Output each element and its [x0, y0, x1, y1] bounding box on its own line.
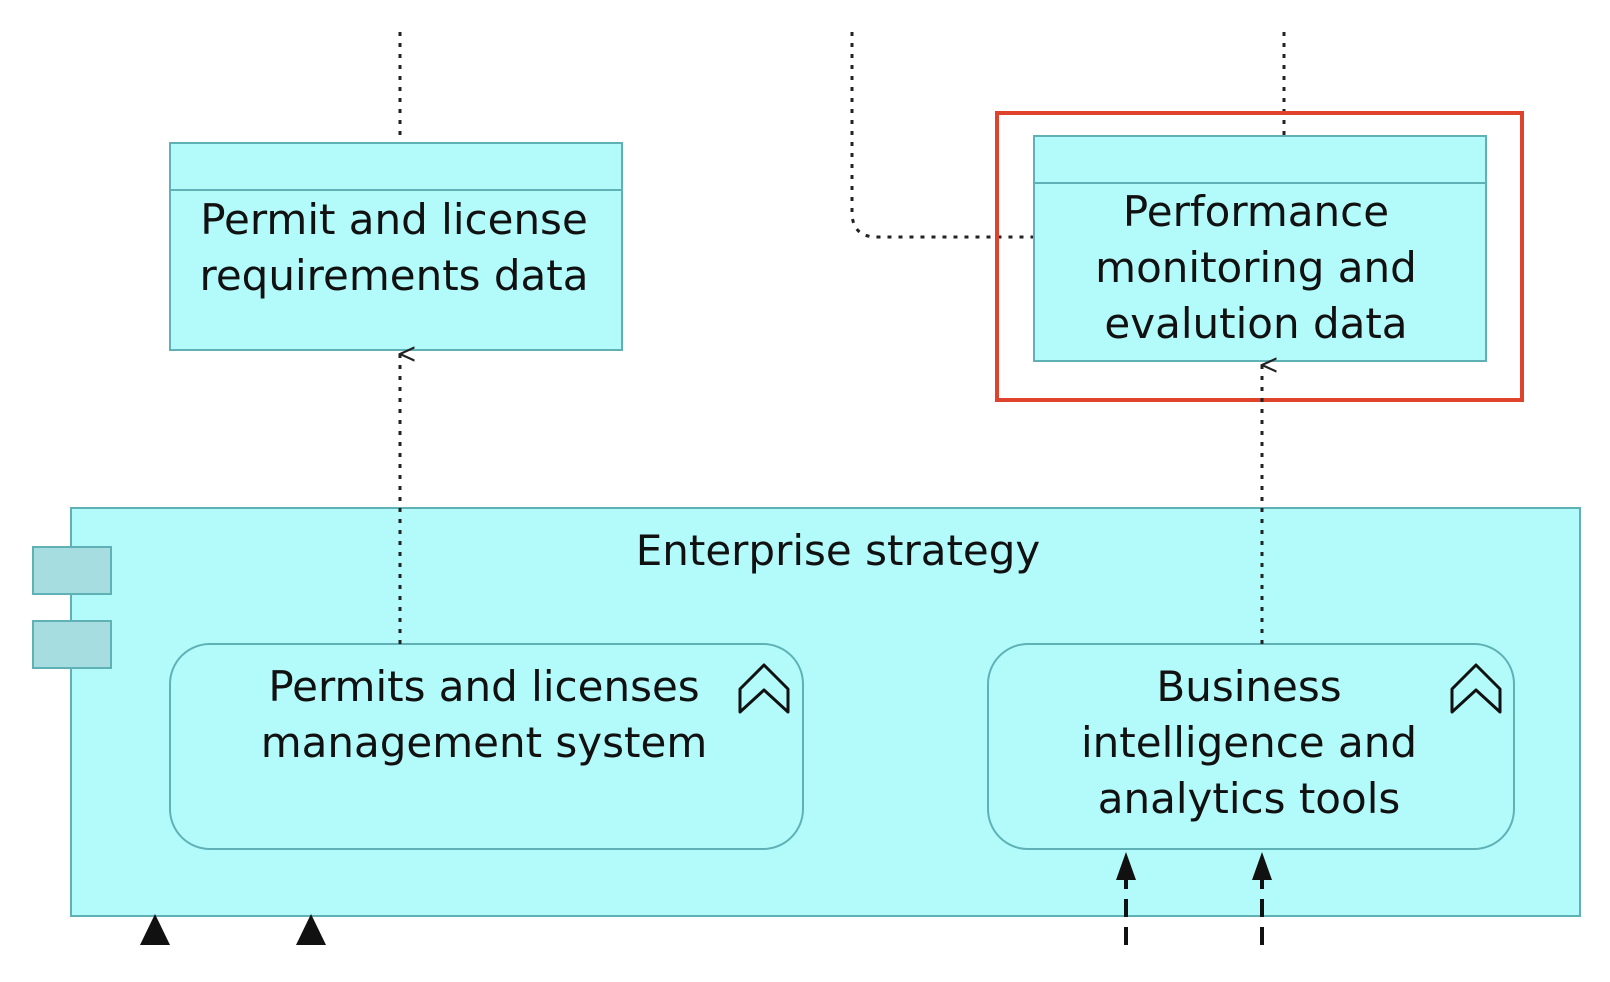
service-bi-analytics[interactable]: Business intelligence and analytics tool… [987, 643, 1515, 850]
component-tab-icon [32, 620, 112, 669]
flow-arrowhead [296, 914, 326, 945]
service-label-line: intelligence and [1081, 718, 1417, 767]
service-label-line: Permits and licenses [268, 662, 699, 711]
selection-highlight [995, 111, 1524, 402]
data-object-label-line: Performance [1123, 187, 1389, 236]
service-chevron-icon [738, 663, 790, 714]
data-object-label-line: requirements data [200, 251, 589, 300]
service-chevron-icon [1450, 663, 1502, 714]
data-object-permit-requirements[interactable]: Permit and license requirements data [169, 142, 623, 351]
flow-arrowhead [1252, 852, 1272, 880]
service-permits-management[interactable]: Permits and licenses management system [169, 643, 804, 850]
flow-arrowhead [140, 914, 170, 945]
data-object-label-line: monitoring and [1095, 243, 1417, 292]
data-object-label-line: Permit and license [200, 195, 588, 244]
flow-arrowhead [1116, 852, 1136, 880]
service-label-line: Business [1156, 662, 1341, 711]
component-title: Enterprise strategy [636, 526, 1041, 575]
data-object-label-line: evalution data [1104, 299, 1407, 348]
component-tab-icon [32, 546, 112, 595]
service-label-line: management system [261, 718, 708, 767]
data-object-performance-monitoring[interactable]: Performance monitoring and evalution dat… [1033, 135, 1487, 362]
service-label-line: analytics tools [1098, 774, 1401, 823]
connector-top-middle [850, 32, 1034, 239]
